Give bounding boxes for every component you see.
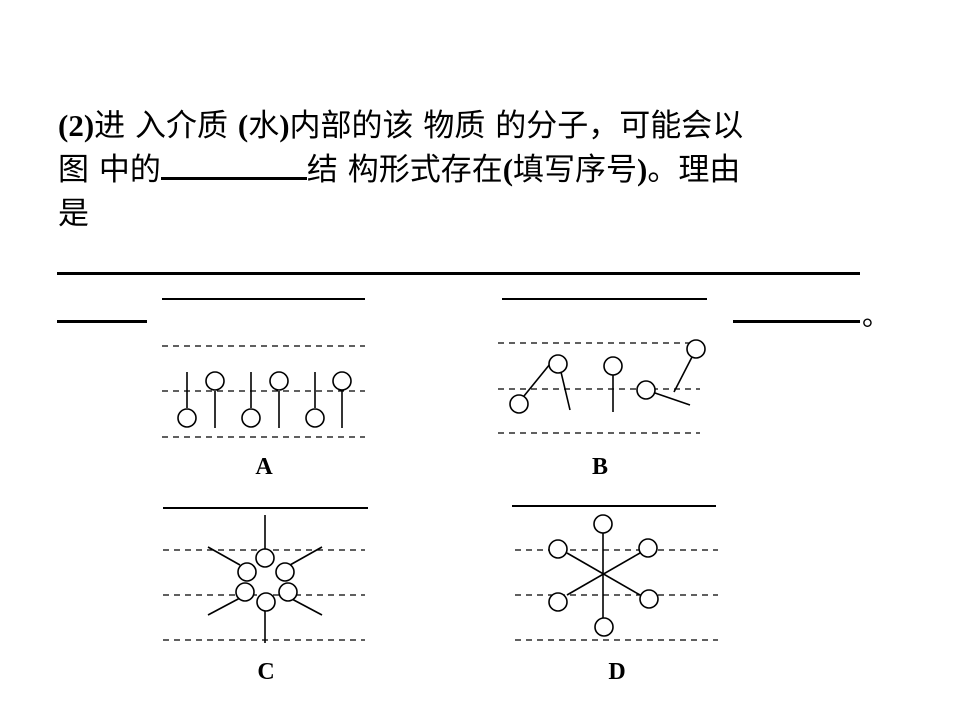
question-number: (2)	[58, 108, 95, 143]
question-seg-1: 进 入介质	[94, 108, 229, 144]
figure-label-a: A	[255, 454, 273, 480]
end-period: 。	[862, 299, 891, 332]
molecule-a-4	[269, 371, 289, 428]
question-seg-4: 结 构形式存在	[306, 152, 503, 188]
molecule-b-3	[603, 356, 623, 412]
molecule-a-6	[332, 371, 352, 428]
figure-b	[498, 298, 707, 434]
paren-open: (	[237, 108, 249, 143]
medium-water: 水	[248, 108, 280, 144]
molecule-b-2	[548, 354, 571, 411]
figure-label-b: B	[592, 454, 608, 480]
figure-label-c: C	[257, 659, 274, 685]
figure-a	[162, 298, 365, 438]
figure-c	[163, 507, 368, 643]
paren-close: )	[279, 108, 290, 143]
figure-d	[512, 505, 718, 641]
answer-line-reason-2[interactable]	[57, 320, 147, 323]
answer-blank-structure[interactable]	[160, 151, 307, 180]
question-seg-5: 。理由	[647, 152, 741, 188]
molecule-a-1	[177, 372, 197, 428]
question-text: (2)进 入介质 (水)内部的该 物质 的分子，可能会以图 中的结 构形式存在(…	[58, 104, 878, 236]
molecule-a-3	[241, 372, 261, 428]
molecule-b-4	[636, 380, 691, 406]
answer-line-reason-1[interactable]	[57, 272, 860, 275]
question-seg-2: 内部的该 物质 的分子，可能会以	[289, 108, 744, 144]
question-seg-3: 图 中的	[58, 152, 161, 188]
fill-paren-open: (	[502, 152, 514, 187]
molecule-b-5	[673, 339, 706, 393]
answer-line-reason-3[interactable]	[733, 320, 860, 323]
reverse-micelle-d	[548, 514, 659, 637]
fill-paren-close: )	[637, 152, 648, 187]
molecule-b-1	[509, 363, 551, 414]
molecule-a-2	[205, 371, 225, 428]
micelle-c	[235, 548, 298, 612]
question-seg-6: 是	[58, 196, 89, 232]
molecule-a-5	[305, 372, 325, 428]
fill-hint: 填写序号	[513, 152, 638, 188]
figure-label-d: D	[608, 659, 625, 685]
